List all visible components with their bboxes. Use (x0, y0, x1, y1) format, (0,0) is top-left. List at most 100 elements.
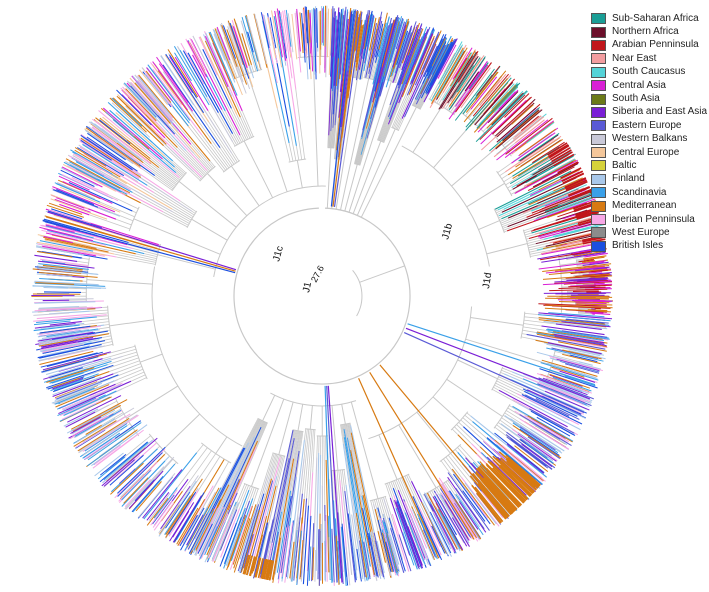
tree-branch (340, 424, 344, 444)
tree-tip (45, 223, 103, 239)
tree-tip (204, 35, 229, 88)
tree-tip (502, 463, 535, 494)
tree-branch (576, 283, 594, 285)
tree-tip (153, 502, 175, 531)
tree-tip (169, 54, 198, 98)
tree-tip (111, 97, 143, 127)
tree-branch (576, 263, 590, 266)
tree-tip (146, 491, 170, 521)
tree-tip (121, 94, 166, 139)
tree-tip (565, 179, 588, 191)
tree-tip (379, 18, 404, 97)
tree-branch (262, 395, 276, 422)
tree-branch (110, 430, 136, 449)
tree-arc (334, 158, 341, 160)
tree-tip (102, 116, 143, 150)
tree-tip (41, 360, 86, 374)
tree-tip (498, 91, 516, 110)
tree-tip (345, 10, 352, 54)
tree-tip (549, 147, 571, 161)
tree-tip (407, 22, 420, 56)
legend-item-15: Mediterranean (591, 199, 707, 212)
tree-tip (204, 40, 241, 118)
tree-tip (358, 19, 366, 57)
tree-tip (542, 263, 612, 272)
tree-tip (573, 300, 611, 303)
tree-arc (288, 158, 307, 163)
tree-tip (300, 533, 306, 582)
tree-branch (470, 317, 524, 326)
legend-label: British Isles (612, 240, 664, 252)
tree-tip (130, 82, 169, 125)
tree-tip (421, 501, 449, 556)
tree-tip (374, 23, 384, 58)
tree-tip (369, 17, 377, 51)
tree-tip (174, 52, 192, 82)
tree-branch (132, 210, 137, 214)
tree-tip (519, 418, 569, 450)
tree-tip (475, 467, 516, 512)
tree-branch (325, 435, 327, 461)
tree-tip (307, 10, 312, 80)
tree-tip (455, 62, 492, 113)
tree-branch (303, 428, 308, 459)
tree-tip (165, 494, 194, 538)
tree-tip (36, 313, 92, 320)
legend-swatch (591, 13, 606, 25)
tree-tip (41, 337, 75, 344)
tree-tip (398, 504, 424, 569)
tree-tip (80, 139, 112, 161)
tree-branch (174, 166, 185, 176)
tree-tip (38, 306, 93, 311)
tree-tip (535, 214, 602, 235)
tree-tip (47, 229, 145, 255)
tree-branch (128, 242, 159, 252)
tree-tip (358, 15, 369, 70)
tree-branch (454, 426, 472, 445)
tree-tip (211, 506, 236, 562)
tree-branch (236, 418, 259, 459)
tree-tip (120, 473, 145, 498)
tree-branch (503, 175, 513, 183)
tree-tip (54, 182, 95, 201)
tree-branch (436, 92, 444, 104)
tree-branch (413, 100, 417, 107)
tree-branch (330, 85, 335, 148)
tree-tip (192, 513, 212, 551)
tree-tip (152, 494, 175, 525)
tree-tip (40, 258, 89, 266)
tree-branch (86, 279, 153, 285)
legend-item-6: Central Asia (591, 79, 707, 92)
tree-tip (340, 9, 349, 81)
tree-tip (494, 170, 572, 210)
tree-branch (218, 112, 238, 146)
tree-tip (460, 55, 485, 90)
tree-branch (356, 128, 396, 216)
tree-tip (230, 498, 254, 561)
tree-tip (503, 177, 571, 210)
tree-tip (437, 479, 475, 537)
tree-tip (566, 277, 608, 281)
tree-tip (129, 86, 166, 126)
tree-branch (200, 157, 212, 171)
tree-branch (162, 413, 201, 450)
tree-tip (219, 24, 247, 94)
tree-tip (426, 38, 444, 73)
tree-tip (477, 466, 518, 510)
tree-branch (263, 453, 277, 494)
tree-tip (408, 520, 426, 561)
tree-branch (332, 89, 338, 148)
tree-tip (47, 211, 237, 271)
tree-tip (86, 441, 112, 460)
tree-tip (362, 25, 390, 131)
tree-tip (363, 15, 370, 49)
tree-tip (333, 7, 340, 86)
tree-tip (535, 198, 592, 220)
tree-tip (369, 545, 378, 582)
tree-branch (201, 176, 203, 179)
tree-tip (308, 546, 312, 581)
tree-tip (546, 347, 604, 362)
tree-tip (134, 74, 177, 124)
tree-branch (141, 148, 181, 181)
tree-tip (164, 495, 191, 535)
